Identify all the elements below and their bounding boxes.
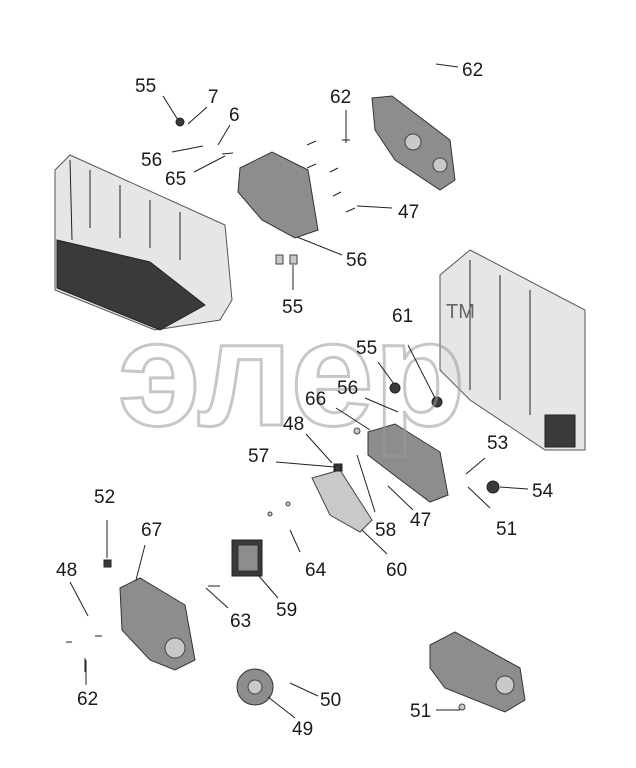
exhaust-manifold bbox=[371, 95, 456, 191]
callout-51: 51 bbox=[410, 701, 431, 722]
engine-block-right bbox=[439, 249, 586, 451]
callout-48: 48 bbox=[56, 560, 77, 581]
callout-63: 63 bbox=[230, 611, 251, 632]
callout-50: 50 bbox=[320, 690, 341, 711]
center-housing bbox=[367, 382, 500, 503]
callout-59: 59 bbox=[276, 600, 297, 621]
callout-7: 7 bbox=[208, 87, 219, 108]
callout-53: 53 bbox=[487, 433, 508, 454]
callout-65: 65 bbox=[165, 169, 186, 190]
engine-block-left bbox=[54, 154, 233, 331]
filter-element bbox=[231, 539, 263, 577]
callout-56: 56 bbox=[141, 150, 162, 171]
callout-6: 6 bbox=[229, 105, 240, 126]
callout-51: 51 bbox=[496, 519, 517, 540]
callout-64: 64 bbox=[305, 560, 327, 581]
callout-55: 55 bbox=[135, 76, 156, 97]
callout-47: 47 bbox=[410, 510, 431, 531]
callout-labels: 62 62 55 7 6 56 65 47 56 55 61 55 56 66 … bbox=[56, 60, 554, 740]
callout-52: 52 bbox=[94, 487, 115, 508]
fasteners bbox=[66, 117, 466, 711]
leader-lines bbox=[69, 63, 529, 719]
callout-55: 55 bbox=[356, 338, 377, 359]
upper-bracket bbox=[237, 151, 319, 265]
watermark: элер TM bbox=[117, 288, 475, 459]
callout-56: 56 bbox=[337, 378, 358, 399]
callout-49: 49 bbox=[292, 719, 313, 740]
callout-47: 47 bbox=[398, 202, 419, 223]
callout-60: 60 bbox=[386, 560, 407, 581]
callout-62: 62 bbox=[462, 60, 483, 81]
watermark-text: элер bbox=[118, 289, 465, 457]
watermark-mark: TM bbox=[446, 301, 475, 323]
callout-48: 48 bbox=[283, 414, 304, 435]
callout-58: 58 bbox=[375, 520, 396, 541]
callout-57: 57 bbox=[248, 446, 269, 467]
callout-62: 62 bbox=[330, 87, 351, 108]
callout-62: 62 bbox=[77, 689, 98, 710]
callout-55: 55 bbox=[282, 297, 303, 318]
impeller bbox=[236, 668, 274, 706]
callout-54: 54 bbox=[532, 481, 554, 502]
callout-56: 56 bbox=[346, 250, 367, 271]
callout-61: 61 bbox=[392, 306, 413, 327]
pump-housing-left bbox=[103, 559, 196, 671]
callout-66: 66 bbox=[305, 389, 326, 410]
turbo-assembly bbox=[429, 631, 526, 713]
callout-67: 67 bbox=[141, 520, 162, 541]
